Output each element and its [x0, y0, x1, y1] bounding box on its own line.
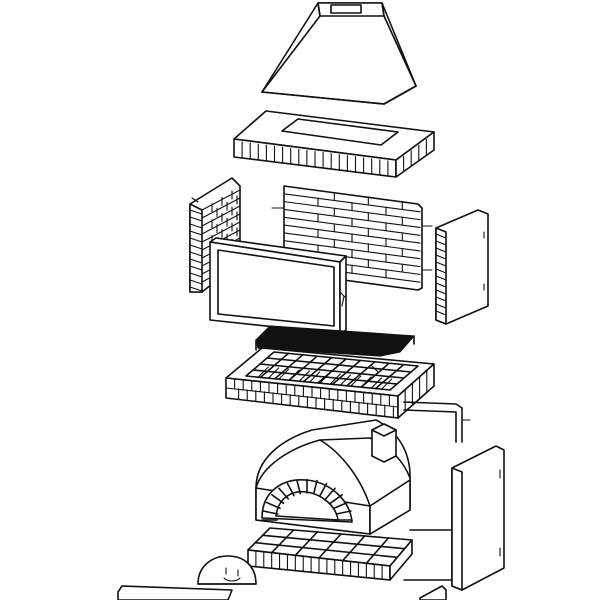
fire-door [197, 555, 257, 585]
rear-brick-wall [271, 185, 433, 291]
grill-hearth-slab [225, 347, 435, 419]
top-slab [233, 110, 435, 178]
oven-base-slab [247, 527, 413, 581]
connector-lines [403, 401, 471, 581]
chimney-hood [261, 2, 417, 105]
oven-door-frame [209, 237, 347, 335]
pizza-oven-dome [255, 419, 411, 535]
right-side-panel [435, 209, 489, 325]
base-front-slab [117, 585, 447, 600]
right-lower-panel [451, 445, 505, 591]
cooking-grate [255, 325, 416, 357]
